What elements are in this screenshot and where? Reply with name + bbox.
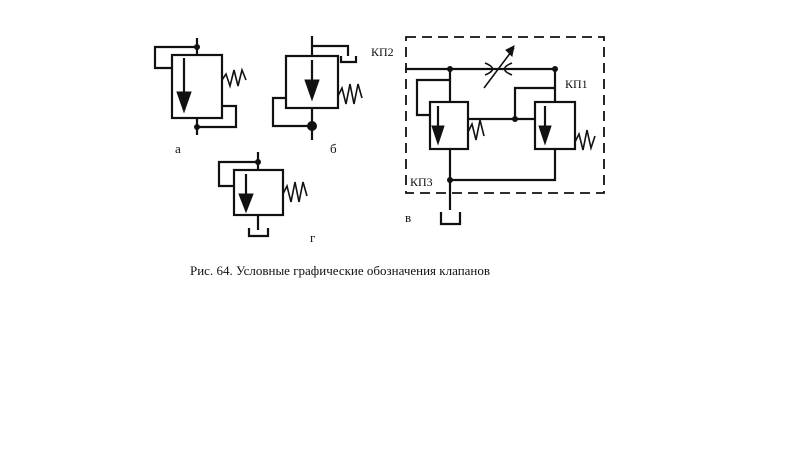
spring-icon [282, 181, 308, 203]
valve-symbol-g [217, 152, 308, 238]
panel-label-a: а [175, 141, 181, 156]
panel-label-b: б [330, 141, 337, 156]
valve-symbol-a [153, 38, 247, 135]
tank-icon [439, 212, 462, 226]
panel-label-v: в [405, 210, 411, 225]
figure-caption: Рис. 64. Условные графические обозначени… [190, 263, 490, 278]
throttle-icon [484, 62, 494, 76]
valve-label-kp3: КП3 [410, 175, 433, 189]
spring-icon [574, 129, 596, 151]
spring-icon [467, 119, 485, 141]
spring-icon [221, 67, 247, 89]
valve-circuit-v [405, 36, 605, 226]
valve-label-kp2: КП2 [371, 45, 394, 59]
dashed-enclosure [405, 36, 605, 194]
spring-icon [337, 83, 363, 105]
valve-label-kp1: КП1 [565, 77, 588, 91]
valve-symbol-b [271, 36, 363, 140]
panel-label-g: г [310, 230, 315, 245]
